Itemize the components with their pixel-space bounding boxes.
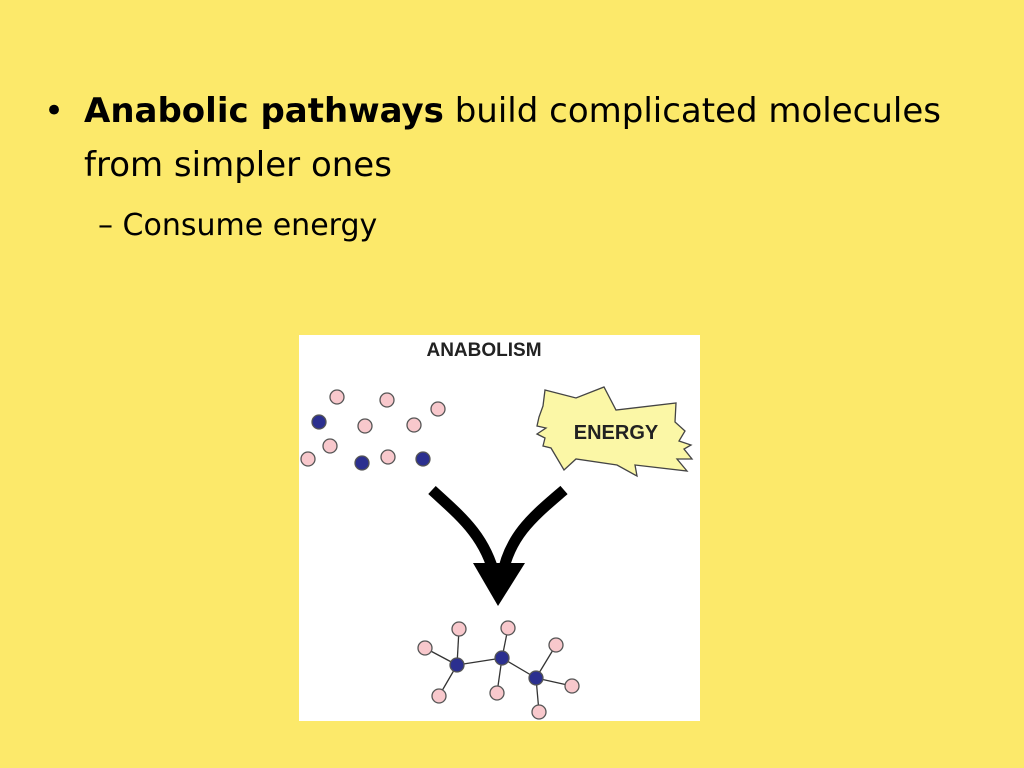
- merge-arrow: [428, 485, 568, 606]
- bullet-bold-term: Anabolic pathways: [84, 91, 444, 131]
- atom-blue: [311, 414, 327, 430]
- anabolism-diagram: ANABOLISM ENERGY: [299, 335, 700, 721]
- atom-blue: [415, 451, 431, 467]
- atom-pink: [417, 640, 433, 656]
- assembled-molecule: [417, 620, 580, 720]
- atom-blue: [494, 650, 510, 666]
- atom-pink: [329, 389, 345, 405]
- bullet-rest-text: build complicated molecules from simpler…: [84, 91, 941, 185]
- atom-pink: [564, 678, 580, 694]
- energy-label: ENERGY: [574, 422, 659, 444]
- atom-pink: [322, 438, 338, 454]
- bullet-text: Anabolic pathways build complicated mole…: [84, 84, 994, 192]
- scattered-atoms: [300, 389, 446, 471]
- atom-blue: [354, 455, 370, 471]
- atom-pink: [406, 417, 422, 433]
- arrow-head: [473, 563, 525, 606]
- atom-blue: [449, 657, 465, 673]
- molecule-atoms: [417, 620, 580, 720]
- atom-pink: [430, 401, 446, 417]
- atom-pink: [451, 621, 467, 637]
- atom-pink: [548, 637, 564, 653]
- atom-pink: [531, 704, 547, 720]
- atom-pink: [379, 392, 395, 408]
- diagram-title: ANABOLISM: [426, 340, 541, 361]
- atom-blue: [528, 670, 544, 686]
- anabolism-svg: ANABOLISM ENERGY: [300, 340, 694, 720]
- sub-bullet-text: Consume energy: [122, 208, 378, 243]
- atom-pink: [300, 451, 316, 467]
- atom-pink: [489, 685, 505, 701]
- atom-pink: [431, 688, 447, 704]
- atom-pink: [380, 449, 396, 465]
- energy-burst: [535, 386, 694, 478]
- sub-bullet-item: – Consume energy: [98, 204, 377, 248]
- atom-pink: [500, 620, 516, 636]
- bullet-dot: •: [44, 91, 65, 131]
- atom-pink: [357, 418, 373, 434]
- sub-bullet-dash: –: [98, 208, 113, 243]
